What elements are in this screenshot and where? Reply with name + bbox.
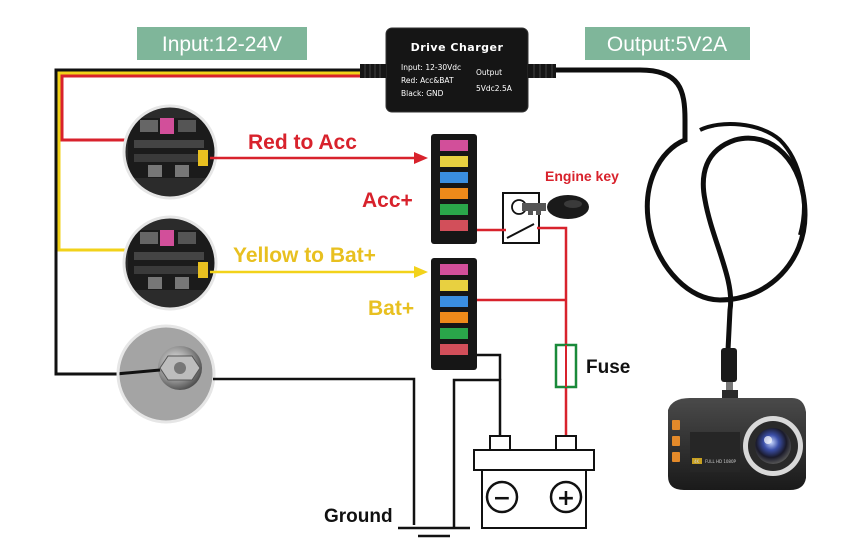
camera-badge: 4K (694, 459, 700, 464)
switch-lever (506, 223, 535, 239)
camera-front-panel (690, 432, 740, 472)
fuse-slot (440, 344, 468, 355)
fuse-slot (440, 328, 468, 339)
output-cable (525, 67, 808, 391)
ground-bolt-photo (116, 324, 216, 424)
charger-title: Drive Charger (411, 41, 504, 54)
camera-button (672, 452, 680, 462)
charger-strain-relief-left (360, 64, 386, 78)
label-bat-plus: Bat+ (368, 297, 414, 320)
fuse-slot (440, 204, 468, 215)
output-cable-loop (699, 122, 806, 236)
bolt-to-ground-wire (213, 377, 416, 525)
output-badge-bg (585, 27, 750, 60)
main-bus-wires (54, 68, 392, 376)
charger-input-spec: Input: 12-30Vdc (401, 63, 461, 72)
drive-charger: Drive Charger Input: 12-30Vdc Red: Acc&B… (360, 27, 556, 113)
svg-text:−: − (493, 486, 511, 511)
label-acc-plus: Acc+ (362, 189, 413, 212)
label-engine-key: Engine key (545, 168, 619, 184)
fuse-box-acc (431, 134, 477, 244)
arrow-yellow-to-bat (210, 266, 428, 278)
charger-body (386, 28, 528, 112)
label-ground: Ground (324, 506, 393, 527)
fuse-slot (440, 188, 468, 199)
output-badge-text: Output:5V2A (607, 33, 727, 56)
output-badge: Output:5V2A (585, 27, 750, 60)
camera-lens-icon (755, 428, 791, 464)
fuse-slot (440, 172, 468, 183)
engine-key-switch (502, 192, 589, 244)
charger-output-spec: 5Vdc2.5A (476, 84, 513, 93)
label-fuse: Fuse (586, 357, 630, 378)
car-battery: − + (473, 435, 595, 529)
fuse-tap-photo-acc (122, 104, 218, 200)
red-wire-to-acc (60, 74, 392, 142)
charger-red-spec: Red: Acc&BAT (401, 76, 454, 85)
camera-button (672, 436, 680, 446)
fuse-slot (440, 140, 468, 151)
fuse-slot (440, 220, 468, 231)
fuse-slot (440, 312, 468, 323)
fuse-slot (440, 264, 468, 275)
battery-neg-to-ground-wire (452, 378, 502, 528)
car-key-icon (522, 195, 589, 219)
dash-camera: 4K FULL HD 1080P (668, 390, 806, 490)
ground-wires (213, 353, 502, 538)
battery-pos-terminal (555, 435, 577, 451)
svg-text:+: + (557, 486, 575, 511)
black-ground-bus (54, 68, 392, 376)
fuse-slot (440, 156, 468, 167)
yellow-wire-to-bat (57, 71, 392, 252)
battery-minus-icon (485, 480, 519, 514)
battery-neg-terminal (489, 435, 511, 451)
usb-tip (726, 382, 733, 391)
output-cable-line (525, 67, 808, 353)
fuse-slot (440, 296, 468, 307)
arrow-red-to-acc (210, 152, 428, 164)
usb-plug (721, 348, 737, 382)
battery-plus-icon (549, 480, 583, 514)
label-red-to-acc: Red to Acc (248, 131, 357, 154)
inline-fuse (554, 343, 578, 389)
input-badge: Input:12-24V (137, 27, 307, 60)
camera-button (672, 420, 680, 430)
input-badge-bg (137, 27, 307, 60)
red-circuit-wires (477, 226, 568, 436)
charger-black-spec: Black: GND (401, 89, 444, 98)
label-yellow-to-bat: Yellow to Bat+ (233, 244, 376, 267)
battery-top (473, 449, 595, 471)
fuse-slot (440, 280, 468, 291)
fuse-tap-photo-bat (122, 215, 218, 311)
fuse-box-bat (431, 258, 477, 370)
charger-strain-relief-right (528, 64, 556, 78)
charger-output-label: Output (476, 68, 502, 77)
camera-caption: FULL HD 1080P (705, 459, 736, 464)
input-badge-text: Input:12-24V (162, 33, 282, 56)
